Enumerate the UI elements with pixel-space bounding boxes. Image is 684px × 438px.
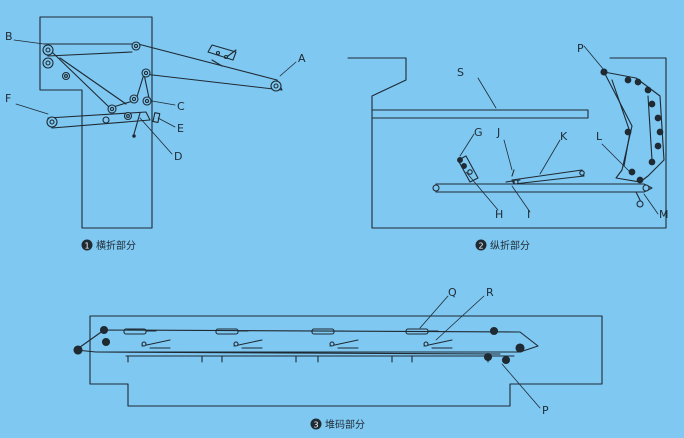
label-H: H [495,208,503,221]
stack-unit-2 [215,328,263,349]
caption-3-text: 堆码部分 [325,418,365,431]
stacking-trays [127,355,489,363]
stack-conveyor-lower [95,351,515,357]
caption-2: 2 纵折部分 [475,239,530,252]
label-F: F [5,92,11,105]
label-R: R [486,286,494,299]
label-M: M [659,208,669,221]
label-S: S [457,66,464,79]
label-C: C [177,100,185,113]
tensioner-bracket [207,44,237,67]
label-P-top: P [577,42,584,55]
label-P-bottom: P [542,404,549,417]
frame-outline-3 [89,315,603,407]
label-K: K [560,130,568,143]
label-Q: Q [448,286,457,299]
label-J: J [496,126,500,139]
label-E: E [177,122,184,135]
caption-3-number: 3 [313,421,318,430]
main-conveyor [435,183,653,193]
leaders-section-2 [459,45,659,215]
section-1-cross-fold [13,16,297,229]
part-labels: A B C D E F S P G J K L H I M Q R P [5,30,669,417]
lower-belt [47,111,151,129]
label-A: A [298,52,306,65]
label-G: G [474,126,483,139]
stack-unit-3 [311,328,359,349]
stack-unit-4 [405,328,453,349]
stack-unit-1 [123,328,171,349]
frame-outline-2 [347,57,667,229]
leaders-section-3 [419,295,541,409]
rollers-section-2 [432,68,664,208]
frame-outline-1 [39,16,153,229]
rollers-section-1 [42,41,282,128]
upper-belt-inner [43,47,133,109]
caption-1-text: 横折部分 [96,239,136,252]
stacking-units [123,328,453,349]
caption-3: 3 堆码部分 [310,418,365,431]
upper-belt-return [109,73,145,109]
fold-belt-loop [603,71,665,183]
fold-knife-pivot [132,134,136,138]
caption-2-number: 2 [478,242,483,251]
leaders-section-1 [13,39,297,155]
guide-plate [371,109,589,119]
caption-2-text: 纵折部分 [490,239,530,252]
g-upright [457,155,479,183]
label-D: D [174,150,182,163]
fold-belt-inner [611,79,653,167]
fold-knife [133,112,141,135]
section-2-long-fold [347,45,667,229]
caption-1: 1 横折部分 [81,239,136,252]
label-B: B [5,30,13,43]
sensor-block [152,112,161,124]
label-L: L [596,130,603,143]
caption-1-number: 1 [84,242,89,251]
k-belt [511,169,585,185]
label-I: I [527,208,530,221]
rollers-section-3 [73,325,525,365]
section-captions: 1 横折部分 2 纵折部分 3 堆码部分 [81,239,530,431]
section-3-stacking [73,295,603,409]
